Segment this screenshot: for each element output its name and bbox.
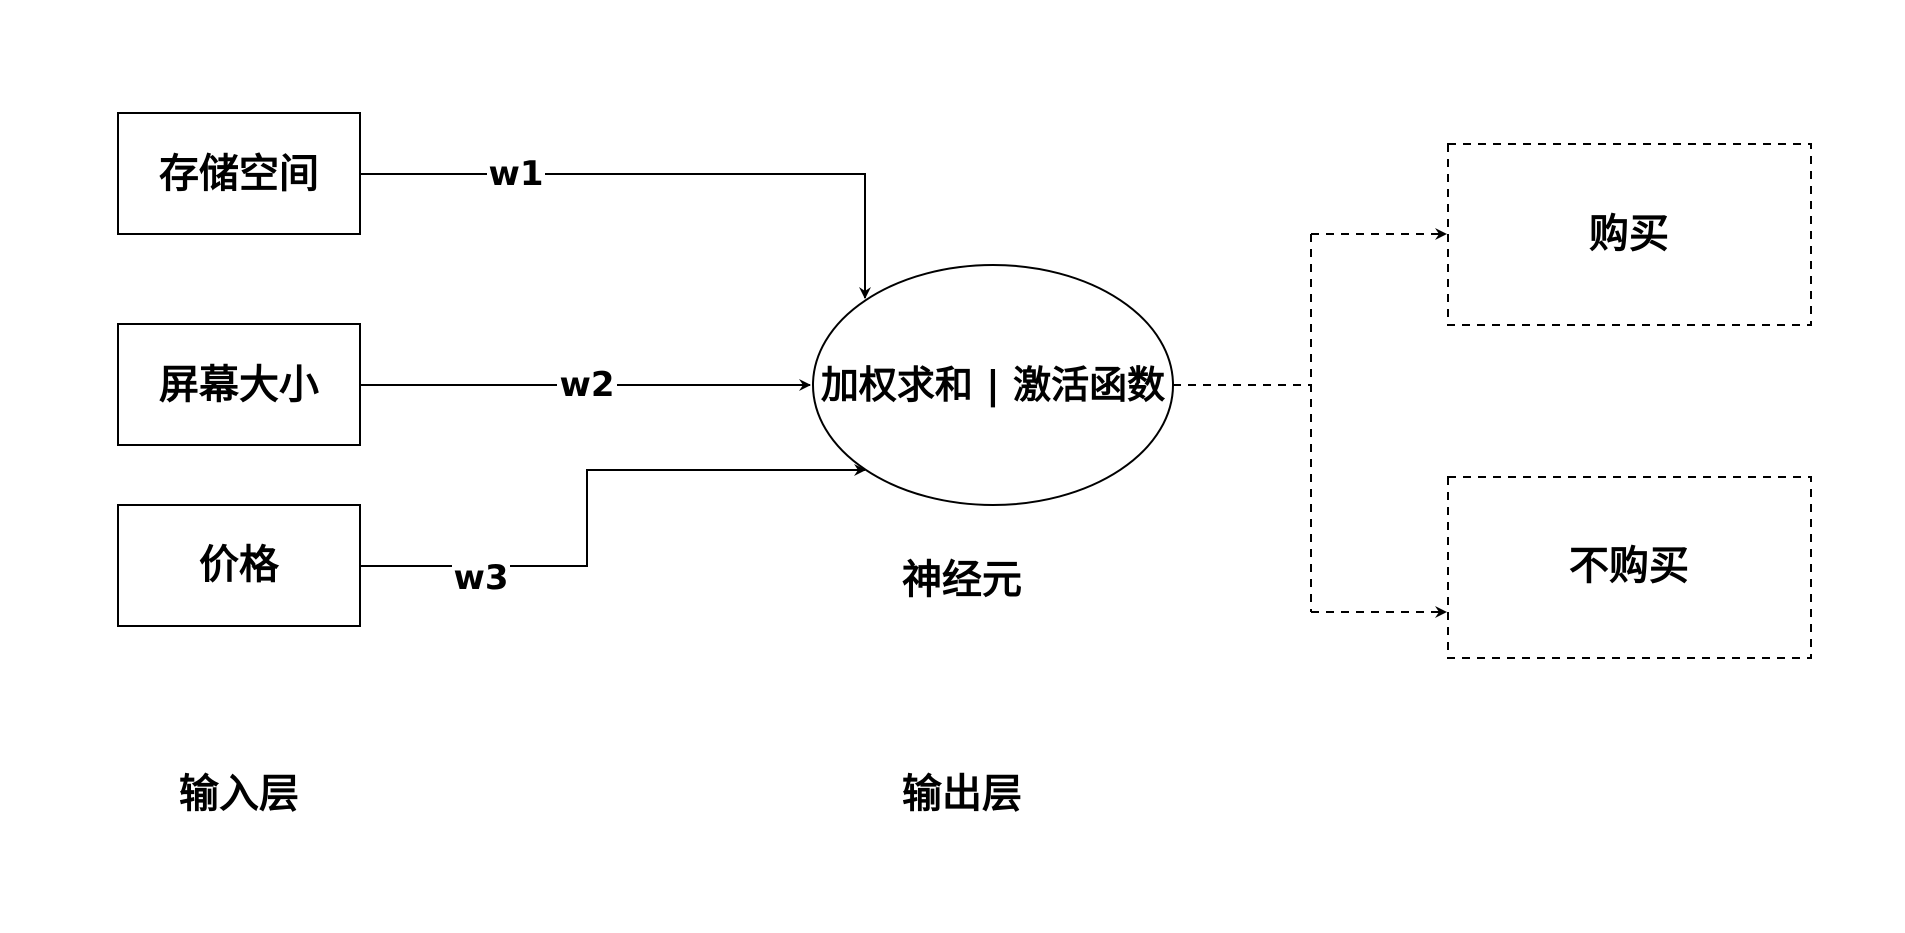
- edge-label-w1: w1: [488, 154, 543, 194]
- edge-label-bg-w1: [487, 154, 545, 194]
- output-layer-label: 输出层: [902, 771, 1022, 817]
- neuron-caption: 神经元: [902, 557, 1022, 603]
- edge-label-bg-w2: [557, 365, 617, 405]
- neuron-node: 加权求和 | 激活函数: [812, 264, 1174, 506]
- neuron-label: 加权求和 | 激活函数: [821, 363, 1165, 408]
- output-label-not-buy: 不购买: [1569, 543, 1689, 589]
- input-node-storage: 存储空间: [117, 112, 361, 235]
- output-label-buy: 购买: [1589, 211, 1669, 257]
- input-label-storage: 存储空间: [159, 151, 319, 197]
- edge-w3: [360, 464, 866, 567]
- input-label-screen-size: 屏幕大小: [159, 362, 319, 408]
- input-label-price: 价格: [199, 542, 280, 588]
- input-layer-label: 输入层: [179, 771, 299, 817]
- edge-w1: [360, 173, 871, 299]
- input-node-screen-size: 屏幕大小: [117, 323, 361, 446]
- edge-label-w3: w3: [453, 558, 508, 598]
- edge-label-w2: w2: [559, 365, 614, 405]
- edge-label-bg-w3: [452, 558, 510, 598]
- output-node-not-buy: 不购买: [1447, 476, 1812, 659]
- output-node-buy: 购买: [1447, 143, 1812, 326]
- input-node-price: 价格: [117, 504, 361, 627]
